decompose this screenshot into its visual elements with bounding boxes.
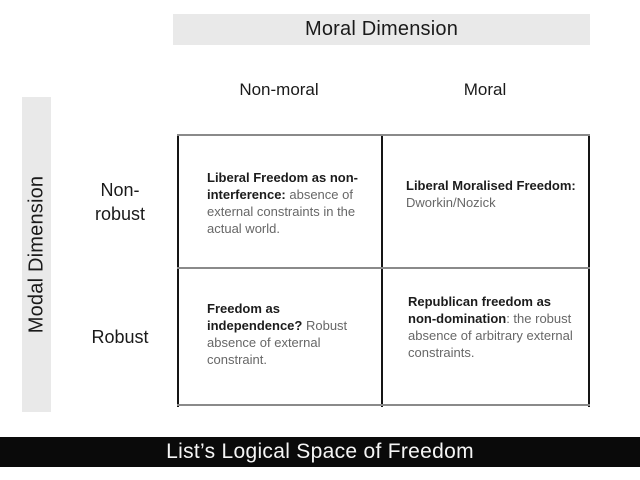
slide-caption-bar: List’s Logical Space of Freedom [0,437,640,467]
column-label-non-moral: Non-moral [239,80,319,99]
cell-robust-moral: Republican freedom as non-domination: th… [408,293,574,361]
slide-caption: List’s Logical Space of Freedom [166,440,474,463]
cell-robust-non-moral: Freedom as independence? Robust absence … [207,300,357,368]
row-label-line: Robust [91,326,149,347]
grid-line-horizontal-middle [177,267,590,269]
cell-body-text: Dworkin/Nozick [406,195,496,210]
cell-body-text: : the robust absence of arbitrary extern… [408,311,573,360]
grid-line-horizontal-bottom [177,404,590,406]
modal-dimension-title: Modal Dimension [25,175,48,334]
cell-lead-text: Freedom as independence? [207,301,303,333]
row-label-line: Non- [100,179,140,200]
modal-dimension-header: Modal Dimension [22,97,51,412]
row-label-non-robust: Non- robust [70,135,170,268]
grid-line-horizontal-top [177,134,590,136]
cell-body-text: absence of external constraints in the a… [207,187,356,236]
cell-lead-text: Liberal Freedom as non-interference: [207,170,358,202]
cell-body-text: Robust absence of external constraint. [207,318,348,367]
cell-lead-text: Liberal Moralised Freedom: [406,178,576,193]
row-label-line: robust [94,203,146,224]
moral-dimension-header: Moral Dimension [173,14,590,45]
moral-dimension-title: Moral Dimension [304,18,459,40]
cell-lead-text: Republican freedom as non-domination [408,294,552,326]
row-label-robust: Robust [70,268,170,405]
column-label-moral: Moral [463,80,507,99]
cell-non-robust-non-moral: Liberal Freedom as non-interference: abs… [207,169,367,237]
grid-line-vertical-left [177,135,179,407]
cell-non-robust-moral: Liberal Moralised Freedom: Dworkin/Nozic… [406,177,578,211]
grid-line-vertical-middle [381,135,383,407]
grid-line-vertical-right [588,135,590,407]
